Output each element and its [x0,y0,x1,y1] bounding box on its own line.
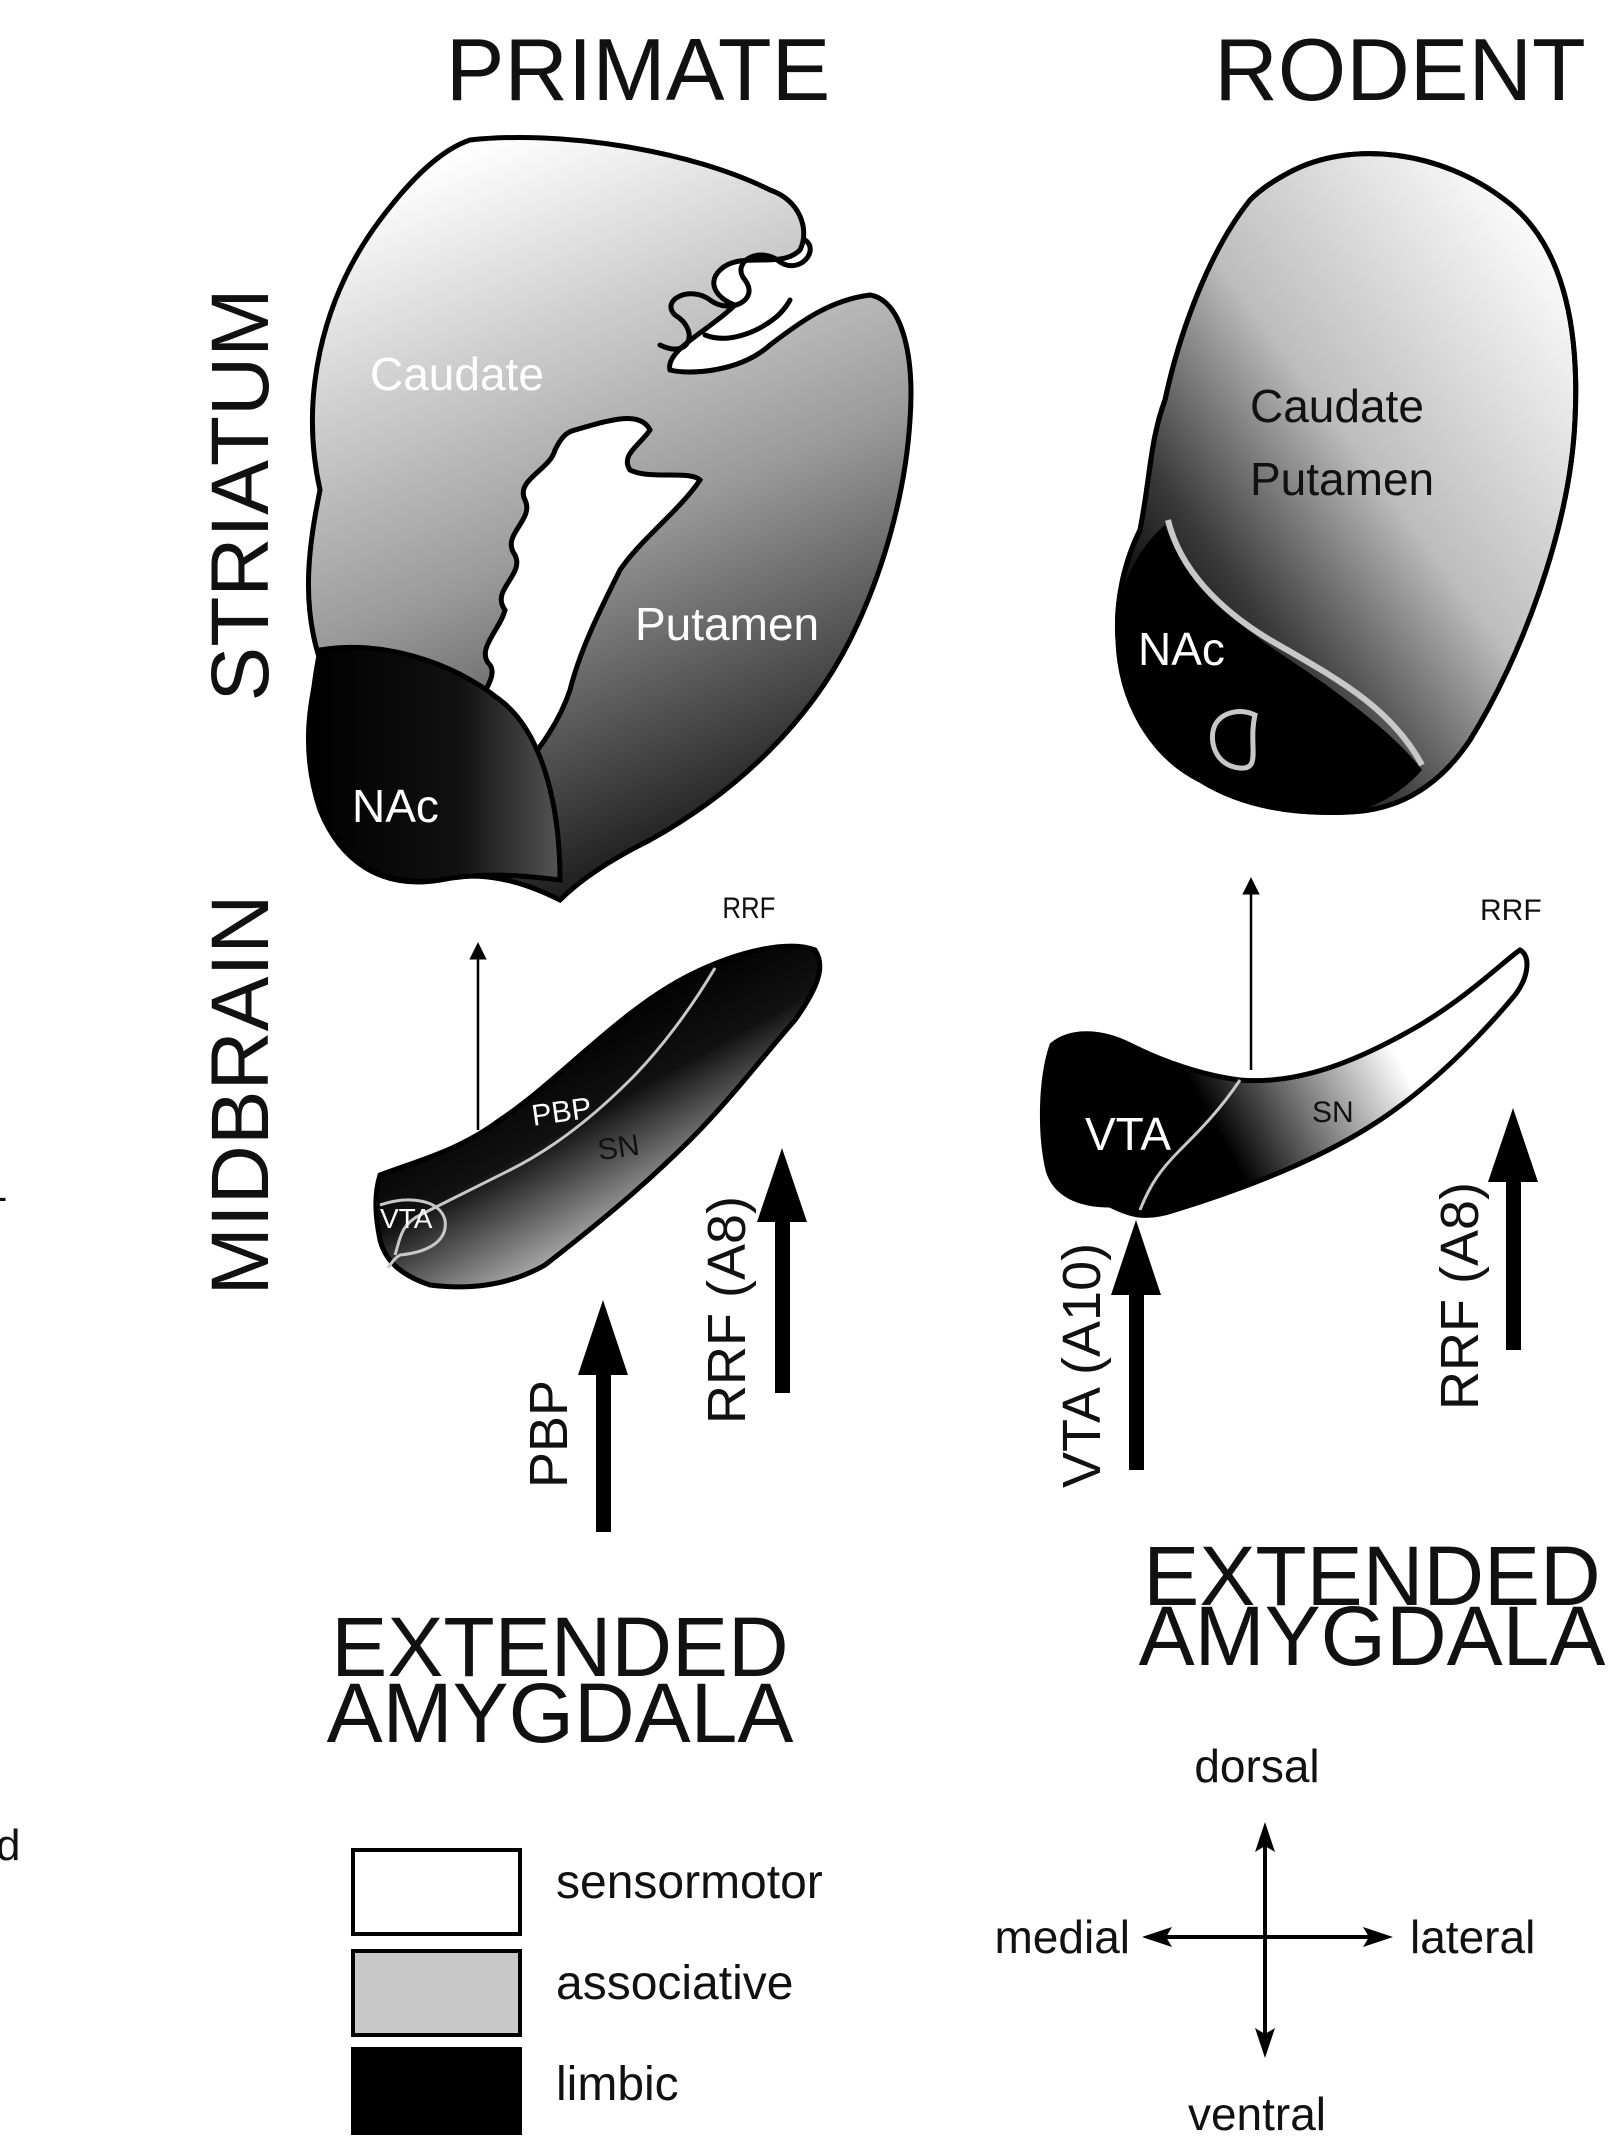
rodent-midbrain: RRF VTA SN [1042,894,1541,1215]
primate-striatum: Caudate Putamen NAc [308,137,910,900]
rodent-vta-arrow-head [1111,1220,1161,1295]
rodent-nac-label: NAc [1138,623,1225,675]
rodent-rrf-arrow-head [1488,1108,1538,1182]
legend-label-associative: associative [556,1957,793,2010]
primate-caudate-label: Caudate [370,348,544,400]
primate-nac-label: NAc [352,780,439,832]
rodent-vta-arrow-shaft [1129,1290,1144,1470]
left-edge-fragment-d: d [0,1821,20,1870]
rodent-extended-line2: AMYGDALA [1139,1589,1606,1683]
rodent-vta-arrow-label: VTA (A10) [1052,1243,1112,1488]
primate-rrf-arrow-head [757,1148,807,1222]
rodent-heading: RODENT [1214,20,1586,119]
rodent-vta-label: VTA [1085,1108,1171,1160]
rodent-caudate-label: Caudate [1250,380,1424,432]
rodent-striatum: Caudate Putamen NAc [1117,154,1575,813]
primate-pbp-arrow-shaft [596,1370,611,1532]
rodent-midbrain-outline [1042,950,1527,1215]
compass-lateral-label: lateral [1410,1911,1535,1963]
primate-heading: PRIMATE [446,20,831,119]
rodent-rrf-arrow-label: RRF (A8) [1430,1182,1490,1410]
compass-medial-label: medial [994,1911,1130,1963]
primate-rrf-arrow-label: RRF (A8) [697,1196,757,1424]
rodent-putamen-label: Putamen [1250,453,1434,505]
primate-pbp-arrow-head [578,1300,628,1375]
primate-rrf-arrow-shaft [775,1218,790,1393]
orientation-compass: dorsal ventral medial lateral [994,1740,1535,2140]
legend-swatch-sensormotor [353,1850,520,1934]
primate-rrf-label: RRF [722,891,775,924]
striatum-heading: STRIATUM [195,288,286,701]
primate-putamen-label: Putamen [635,598,819,650]
primate-pbp-arrow-label: PBP [519,1380,579,1488]
primate-extended-line2: AMYGDALA [327,1666,794,1760]
midbrain-heading: MIDBRAIN [195,895,286,1296]
rodent-rrf-label: RRF [1480,894,1542,927]
compass-ventral-label: ventral [1188,2088,1326,2140]
legend-label-limbic: limbic [556,2058,679,2111]
left-edge-fragment-dash: - [0,1175,7,1219]
primate-vta-label: VTA [380,1203,433,1234]
legend-swatch-associative [353,1951,520,2035]
primate-sn-label: SN [596,1129,642,1167]
legend: sensormotor associative limbic [353,1850,823,2133]
rodent-sn-label: SN [1312,1096,1354,1129]
rodent-rrf-arrow-shaft [1506,1178,1521,1350]
compass-dorsal-label: dorsal [1194,1740,1319,1792]
legend-label-sensormotor: sensormotor [556,1856,823,1909]
legend-swatch-limbic [353,2049,520,2133]
